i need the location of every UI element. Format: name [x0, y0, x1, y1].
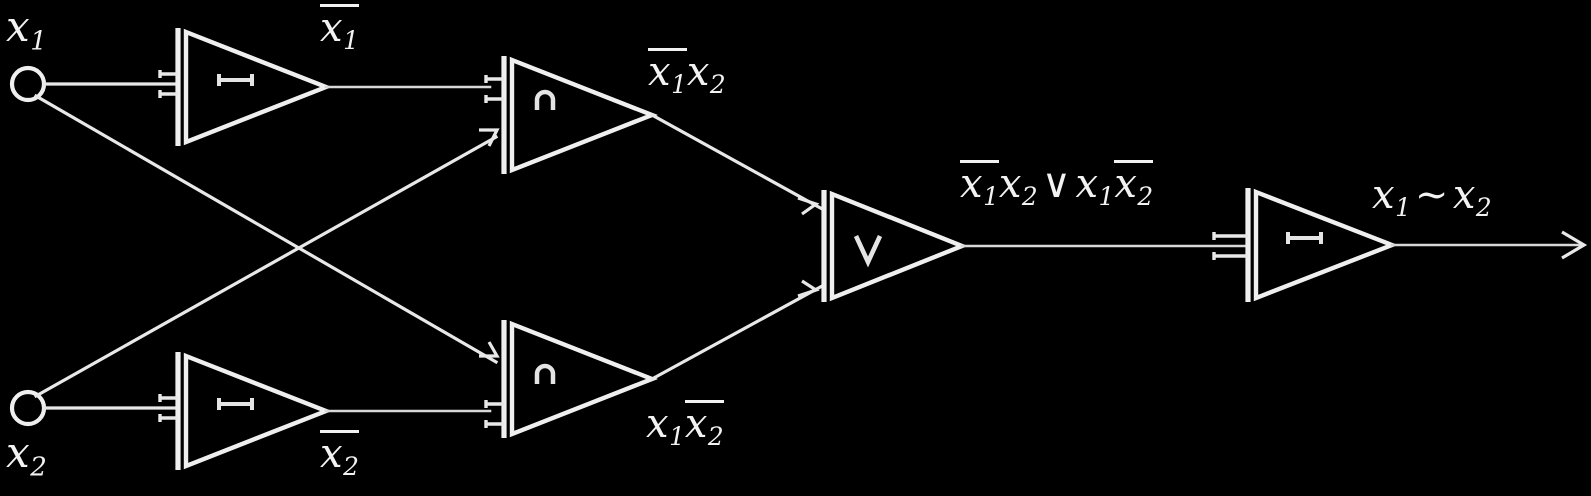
wire-x2-to-and1 — [33, 134, 499, 399]
label-and1-output: x1x2 — [648, 48, 726, 99]
output-terminal-arrow — [1561, 230, 1588, 260]
not-gate-1[interactable] — [158, 28, 333, 146]
not-symbol-2 — [217, 398, 254, 410]
and-symbol-1 — [534, 89, 556, 110]
not-symbol-3 — [1286, 232, 1323, 244]
or-symbol — [853, 235, 883, 268]
label-not2-output: x2 — [320, 430, 359, 481]
input-terminal-x2[interactable] — [9, 389, 47, 427]
and-symbol-2 — [534, 363, 556, 384]
and2-input-pins — [484, 400, 504, 428]
label-input-x2: x2 — [6, 428, 47, 483]
wire-and1-to-or — [649, 112, 827, 213]
label-or-output: x1x2∨x1x2 — [960, 160, 1154, 211]
label-final-output: x1~x2 — [1372, 172, 1492, 222]
not1-input-pins — [158, 70, 178, 98]
label-and2-output: x1x2 — [646, 400, 724, 451]
label-not1-output: x1 — [320, 4, 359, 55]
and1-input-pins — [484, 75, 504, 103]
or-input-arrowhead-bottom — [797, 279, 820, 298]
not2-input-pins — [158, 394, 178, 422]
input-terminal-x1[interactable] — [9, 65, 47, 103]
not-gate-2[interactable] — [158, 352, 333, 470]
not3-input-pins — [1212, 232, 1248, 260]
wire-and2-to-or — [649, 282, 827, 382]
and1-diagonal-arrowhead — [479, 128, 500, 147]
and-gate-2[interactable] — [479, 320, 659, 438]
or-input-arrowhead-top — [797, 196, 820, 216]
wire-x1-to-and2 — [33, 93, 499, 365]
or-gate[interactable] — [821, 190, 968, 302]
and2-diagonal-arrowhead — [479, 341, 500, 358]
label-input-x1: x1 — [6, 2, 47, 57]
not-gate-3[interactable] — [1212, 188, 1399, 302]
not-symbol-1 — [217, 74, 254, 86]
and-gate-1[interactable] — [479, 56, 659, 174]
